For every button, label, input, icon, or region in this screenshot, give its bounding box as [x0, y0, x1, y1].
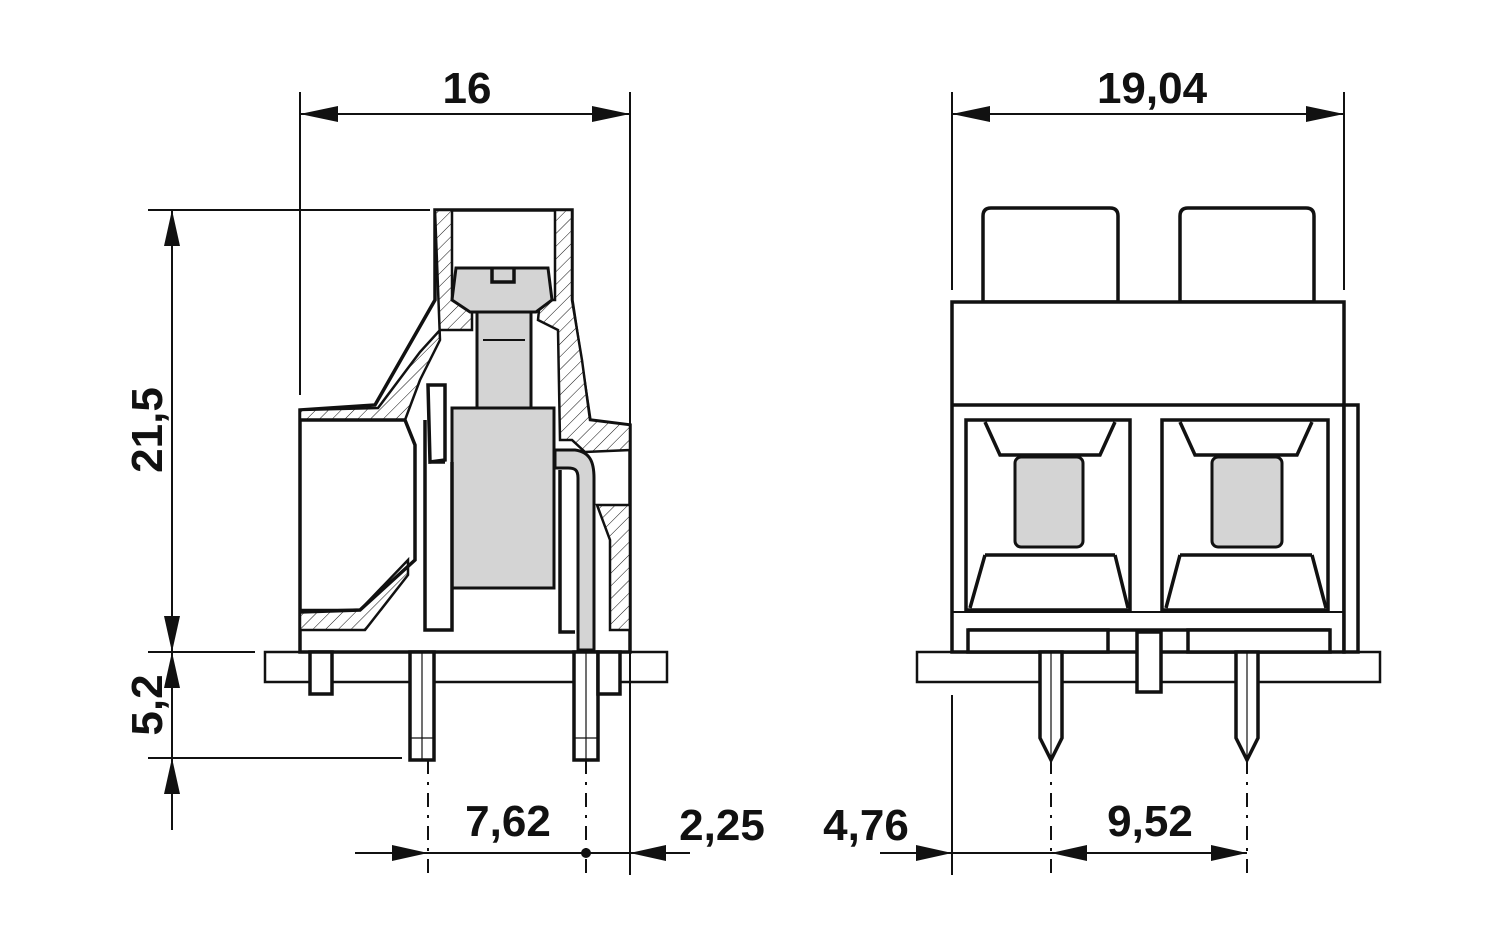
front-tower-right — [1178, 206, 1316, 304]
dim-pin-spacing-side: 7,62 — [465, 797, 551, 846]
dim-side-width: 16 — [443, 64, 492, 113]
dim-offset-side: 2,25 — [679, 801, 765, 850]
front-wire-opening-left — [964, 418, 1132, 612]
side-dimensions: 16 21,5 5,2 7,62 2,25 — [123, 64, 765, 875]
side-pin-bend — [553, 448, 596, 652]
front-clamp-left — [1013, 455, 1085, 549]
front-view — [915, 206, 1382, 875]
dim-front-width: 19,04 — [1097, 64, 1208, 113]
front-housing — [950, 300, 1346, 654]
side-clamp — [450, 406, 556, 590]
dim-pitch-front: 9,52 — [1107, 797, 1193, 846]
dim-height-total: 21,5 — [123, 387, 172, 473]
side-view — [263, 208, 669, 875]
side-foot-left — [308, 650, 334, 696]
side-hatch-lowright — [595, 503, 632, 632]
front-clamp-right — [1210, 455, 1284, 549]
side-screw-slot — [490, 268, 516, 284]
dim-offset-front: 4,76 — [823, 801, 909, 850]
dim-pin-length: 5,2 — [123, 674, 172, 735]
side-wire-entry — [299, 418, 417, 614]
side-screw-head — [450, 266, 554, 314]
side-current-bar — [426, 383, 447, 464]
front-wire-opening-right — [1160, 418, 1330, 612]
side-screw-shaft — [475, 310, 533, 412]
side-foot-right — [596, 650, 622, 696]
front-dimensions: 19,04 4,76 9,52 — [823, 64, 1345, 875]
front-tower-left — [981, 206, 1120, 304]
